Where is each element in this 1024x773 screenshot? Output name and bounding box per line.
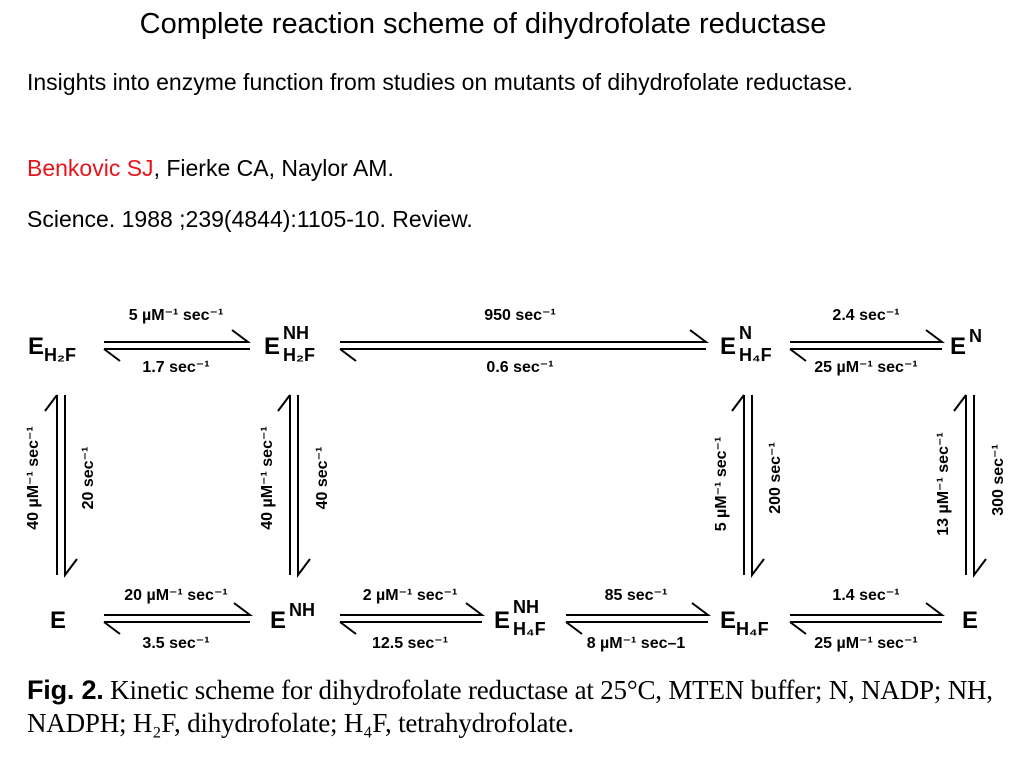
rate-bottom-3-reverse: 8 µM⁻¹ sec–1 <box>587 635 686 652</box>
rate-top-3-forward: 2.4 sec⁻¹ <box>832 307 899 324</box>
node-e-nh: E NH <box>270 600 315 634</box>
svg-text:NH: NH <box>513 597 539 617</box>
rate-vert-2-up: 40 µM⁻¹ sec⁻¹ <box>259 426 276 529</box>
rate-bottom-4-reverse: 25 µM⁻¹ sec⁻¹ <box>814 635 917 652</box>
arrow-vert-1-down <box>64 395 78 578</box>
rate-vert-2-down: 40 sec⁻¹ <box>314 447 331 510</box>
arrow-top-3-reverse <box>789 348 942 362</box>
author-link[interactable]: Benkovic SJ <box>27 155 154 181</box>
rate-top-1-reverse: 1.7 sec⁻¹ <box>142 359 209 376</box>
rate-top-2-reverse: 0.6 sec⁻¹ <box>486 359 553 376</box>
arrow-top-1-reverse <box>103 348 250 362</box>
reference-title: Insights into enzyme function from studi… <box>27 69 853 95</box>
arrow-vert-4-down <box>973 395 987 578</box>
figure-label: Fig. 2. <box>27 675 104 705</box>
rate-bottom-3-forward: 85 sec⁻¹ <box>605 587 668 604</box>
rate-bottom-1-forward: 20 µM⁻¹ sec⁻¹ <box>124 587 227 604</box>
arrow-top-2-forward <box>340 329 709 343</box>
arrow-vert-2-up <box>277 394 291 575</box>
rate-vert-4-up: 13 µM⁻¹ sec⁻¹ <box>935 432 952 535</box>
svg-text:N: N <box>739 323 752 343</box>
rate-bottom-2-forward: 2 µM⁻¹ sec⁻¹ <box>363 587 458 604</box>
svg-text:N: N <box>969 326 982 346</box>
arrow-vert-3-up <box>731 394 745 575</box>
svg-text:NH: NH <box>289 600 315 620</box>
arrow-vert-1-up <box>44 394 58 575</box>
arrow-bottom-3-reverse <box>565 621 708 635</box>
rate-bottom-2-reverse: 12.5 sec⁻¹ <box>372 635 448 652</box>
arrow-bottom-1-reverse <box>103 621 250 635</box>
arrow-bottom-3-forward <box>566 602 711 616</box>
slide-title: Complete reaction scheme of dihydrofolat… <box>139 8 827 40</box>
figure-caption-text: Kinetic scheme for dihydrofolate reducta… <box>27 675 993 738</box>
reference-journal: Science. 1988 ;239(4844):1105-10. Review… <box>27 206 473 232</box>
arrow-bottom-2-forward <box>340 602 485 616</box>
rate-vert-4-down: 300 sec⁻¹ <box>990 444 1007 516</box>
node-e: E <box>50 607 66 634</box>
node-e-n-h4f: E N H₄F <box>720 323 772 365</box>
arrow-bottom-4-reverse <box>789 621 942 635</box>
svg-text:E: E <box>720 333 736 360</box>
node-e-nh-h4f: E NH H₄F <box>494 597 546 639</box>
node-e-h2f: EH₂F <box>28 333 76 365</box>
scheme-arrows <box>44 329 987 635</box>
rate-vert-3-down: 200 sec⁻¹ <box>767 442 784 514</box>
svg-text:NH: NH <box>283 323 309 343</box>
svg-text:H₂F: H₂F <box>283 345 315 365</box>
node-e-right: E <box>962 607 978 634</box>
node-e-h4f: EH₄F <box>720 607 769 639</box>
arrow-bottom-1-forward <box>104 602 253 616</box>
arrow-top-3-forward <box>790 329 945 343</box>
svg-text:E: E <box>950 333 966 360</box>
arrow-bottom-2-reverse <box>339 621 482 635</box>
arrow-vert-3-down <box>751 395 765 578</box>
arrow-bottom-4-forward <box>790 602 945 616</box>
rate-bottom-1-reverse: 3.5 sec⁻¹ <box>142 635 209 652</box>
svg-text:E: E <box>264 333 280 360</box>
arrow-top-2-reverse <box>339 348 706 362</box>
rate-top-1-forward: 5 µM⁻¹ sec⁻¹ <box>129 307 224 324</box>
rate-vert-3-up: 5 µM⁻¹ sec⁻¹ <box>713 437 730 532</box>
svg-text:E: E <box>494 607 510 634</box>
svg-text:H₄F: H₄F <box>513 619 546 639</box>
svg-text:E: E <box>270 607 286 634</box>
rate-vert-1-up: 40 µM⁻¹ sec⁻¹ <box>25 426 42 529</box>
authors-rest: , Fierke CA, Naylor AM. <box>153 155 394 181</box>
reference-authors: Benkovic SJ, Fierke CA, Naylor AM. <box>27 152 987 184</box>
rate-top-3-reverse: 25 µM⁻¹ sec⁻¹ <box>814 359 917 376</box>
rate-bottom-4-forward: 1.4 sec⁻¹ <box>832 587 899 604</box>
arrow-vert-2-down <box>297 395 311 578</box>
rate-top-2-forward: 950 sec⁻¹ <box>484 307 556 324</box>
figure-caption: Fig. 2. Kinetic scheme for dihydrofolate… <box>27 674 1017 740</box>
node-e-n: E N <box>950 326 982 360</box>
svg-text:H₄F: H₄F <box>739 345 772 365</box>
node-e-nh-h2f: E NH H₂F <box>264 323 315 365</box>
rate-vert-1-down: 20 sec⁻¹ <box>80 447 97 510</box>
arrow-vert-4-up <box>953 394 967 575</box>
arrow-top-1-forward <box>104 329 251 343</box>
